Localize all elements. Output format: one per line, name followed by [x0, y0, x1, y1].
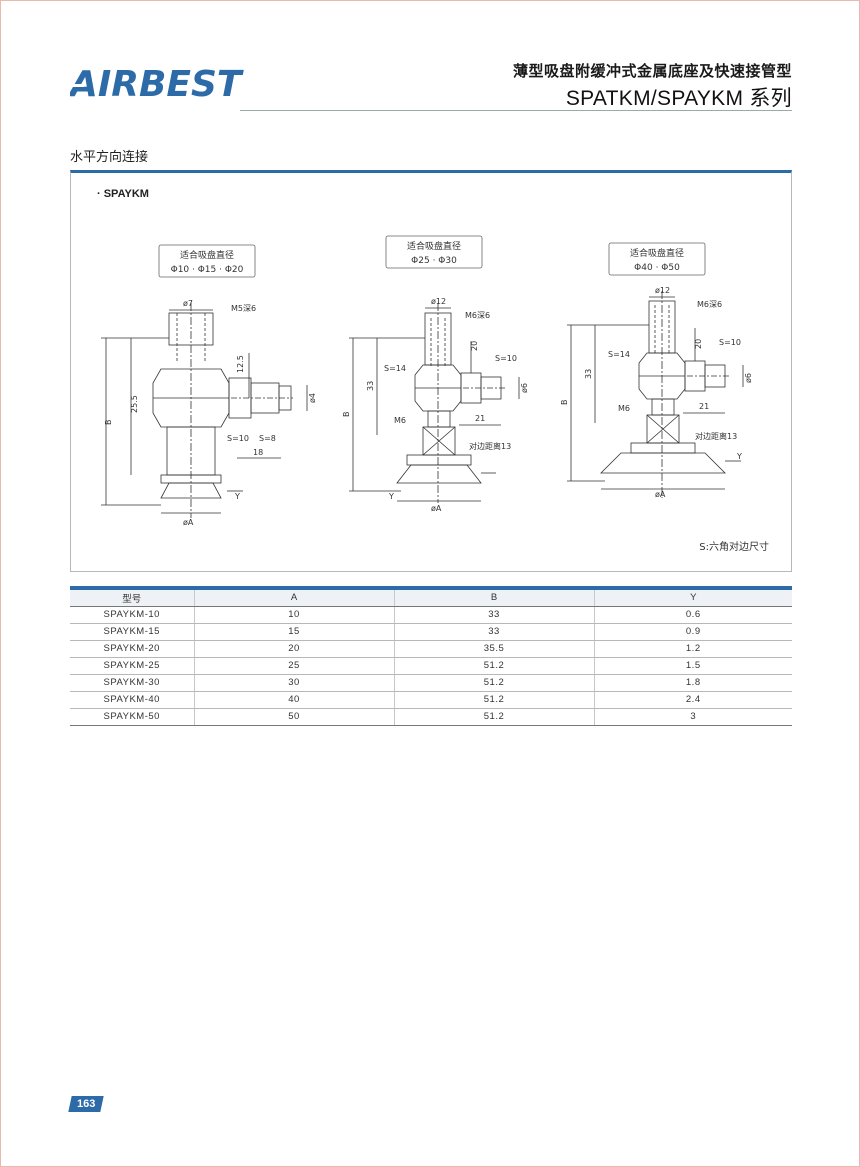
cell-b: 51.2	[393, 657, 594, 675]
cell-y: 0.6	[593, 606, 792, 624]
section-title: 水平方向连接	[70, 150, 149, 165]
table-row: SPAYKM-50 50 51.2 3	[70, 708, 792, 726]
spec-table: 型号 A B Y SPAYKM-10 10 33 0.6 SPAYKM-15 1…	[70, 586, 792, 726]
diagram-panel: · SPAYKM	[70, 170, 792, 572]
cell-y: 2.4	[593, 691, 792, 709]
cell-y: 1.5	[593, 657, 792, 675]
airbest-logo: AIRBEST	[70, 64, 244, 102]
header-divider	[240, 110, 792, 111]
v2-fitting-length: 21	[475, 414, 485, 423]
table-row: SPAYKM-10 10 33 0.6	[70, 606, 792, 624]
v1-fitting-length: 18	[253, 448, 263, 457]
variant-3-caption-title: 适合吸盘直径	[630, 247, 684, 259]
col-header-model: 型号	[70, 588, 194, 607]
cell-model: SPAYKM-25	[70, 657, 194, 675]
v1-height-body: 25.5	[130, 395, 139, 413]
v3-hex-fitting: S=10	[719, 338, 741, 347]
cell-model: SPAYKM-10	[70, 606, 194, 624]
page-number: 163	[68, 1096, 104, 1112]
table-row: SPAYKM-40 40 51.2 2.4	[70, 691, 792, 709]
hex-note: S:六角对边尺寸	[699, 542, 769, 553]
table-row: SPAYKM-30 30 51.2 1.8	[70, 674, 792, 692]
cell-y: 1.2	[593, 640, 792, 658]
v2-height-b: B	[342, 412, 351, 418]
variant-2-drawing	[349, 235, 520, 503]
v3-height-b: B	[560, 400, 569, 406]
col-header-y: Y	[593, 588, 792, 607]
v3-thread: M6深6	[697, 300, 722, 309]
cell-b: 35.5	[393, 640, 594, 658]
v2-height-upper: 20	[470, 341, 479, 351]
variant-1-caption-title: 适合吸盘直径	[180, 249, 234, 261]
v1-top-diameter: ø7	[183, 299, 193, 308]
v1-a-label: øA	[183, 518, 194, 527]
v3-height-body: 33	[584, 369, 593, 379]
v3-y-label: Y	[736, 452, 742, 461]
v3-height-upper: 20	[694, 339, 703, 349]
v2-top-diameter: ø12	[431, 297, 446, 306]
page-number-text: 163	[76, 1098, 96, 1110]
v2-y-label: Y	[388, 492, 394, 501]
cell-b: 33	[393, 623, 594, 641]
cell-a: 25	[193, 657, 394, 675]
v1-thread: M5深6	[231, 304, 256, 313]
v2-lower-thread: M6	[394, 416, 406, 425]
v3-top-diameter: ø12	[655, 286, 670, 295]
table-header-row: 型号 A B Y	[70, 588, 792, 607]
v3-fitting-length: 21	[699, 402, 709, 411]
cell-a: 10	[193, 606, 394, 624]
cell-model: SPAYKM-40	[70, 691, 194, 709]
table-row: SPAYKM-20 20 35.5 1.2	[70, 640, 792, 658]
variant-3-caption-sizes: Φ40 · Φ50	[634, 263, 680, 273]
cell-b: 51.2	[393, 674, 594, 692]
col-header-a: A	[193, 588, 394, 607]
col-header-b: B	[393, 588, 594, 607]
diagram-label: · SPAYKM	[97, 188, 149, 200]
v2-a-label: øA	[431, 504, 442, 513]
v3-hex-body: S=14	[608, 350, 630, 359]
v1-port-diameter: ø4	[308, 393, 317, 403]
table-row: SPAYKM-25 25 51.2 1.5	[70, 657, 792, 675]
variant-2-caption-sizes: Φ25 · Φ30	[411, 256, 457, 266]
variant-3-drawing	[567, 242, 744, 498]
v1-y-label: Y	[234, 492, 240, 501]
cell-a: 30	[193, 674, 394, 692]
v2-hex-body: S=14	[384, 364, 406, 373]
v1-hex-body: S=10	[227, 434, 249, 443]
cell-model: SPAYKM-20	[70, 640, 194, 658]
cell-model: SPAYKM-50	[70, 708, 194, 726]
v3-hex-across-flats: 对边距离13	[695, 431, 737, 441]
v3-lower-thread: M6	[618, 404, 630, 413]
brand-name: AIRBEST	[70, 64, 244, 102]
cell-a: 40	[193, 691, 394, 709]
variant-2-caption-title: 适合吸盘直径	[407, 240, 461, 252]
cell-y: 3	[593, 708, 792, 726]
variant-1-drawing	[101, 244, 308, 518]
table-row: SPAYKM-15 15 33 0.9	[70, 623, 792, 641]
cell-model: SPAYKM-30	[70, 674, 194, 692]
cell-model: SPAYKM-15	[70, 623, 194, 641]
cell-a: 15	[193, 623, 394, 641]
variant-1-caption-sizes: Φ10 · Φ15 · Φ20	[171, 265, 244, 275]
page-title-cn: 薄型吸盘附缓冲式金属底座及快速接管型	[512, 62, 792, 80]
cell-a: 20	[193, 640, 394, 658]
v2-height-body: 33	[366, 381, 375, 391]
cell-b: 51.2	[393, 691, 594, 709]
cell-y: 0.9	[593, 623, 792, 641]
v2-hex-fitting: S=10	[495, 354, 517, 363]
technical-drawing: 适合吸盘直径 Φ10 · Φ15 · Φ20 适合吸盘直径 Φ25 · Φ30 …	[101, 235, 753, 527]
cell-a: 50	[193, 708, 394, 726]
v1-hex-nut: S=8	[259, 434, 276, 443]
v2-thread: M6深6	[465, 311, 490, 320]
cell-b: 51.2	[393, 708, 594, 726]
page-title-series: SPATKM/SPAYKM 系列	[565, 87, 792, 110]
v3-a-label: øA	[655, 490, 666, 499]
v2-hex-across-flats: 对边距离13	[469, 441, 511, 451]
v3-port-diameter: ø6	[744, 373, 753, 383]
cell-b: 33	[393, 606, 594, 624]
v1-height-b: B	[104, 420, 113, 426]
v2-port-diameter: ø6	[520, 383, 529, 393]
v1-height-upper: 12.5	[236, 355, 245, 373]
cell-y: 1.8	[593, 674, 792, 692]
